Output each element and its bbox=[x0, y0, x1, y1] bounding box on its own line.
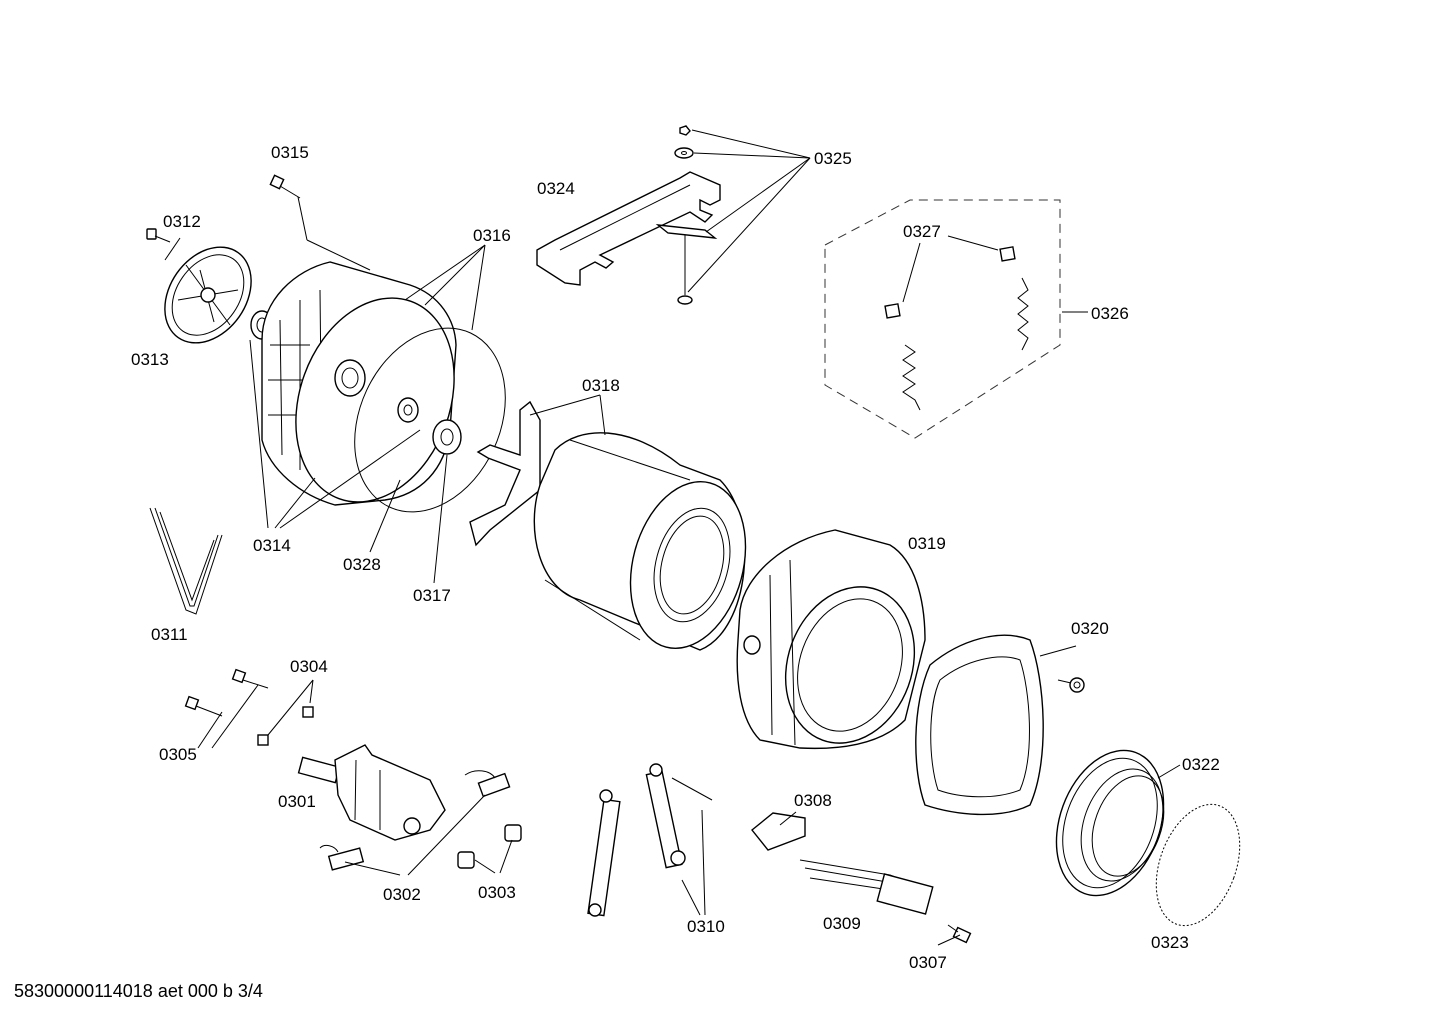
part-label-0324: 0324 bbox=[537, 179, 575, 198]
part-label-0316: 0316 bbox=[473, 226, 511, 245]
bearing-0317 bbox=[432, 419, 462, 455]
shock-absorbers-0310 bbox=[587, 763, 713, 917]
part-label-0325: 0325 bbox=[814, 149, 852, 168]
part-label-0301: 0301 bbox=[278, 792, 316, 811]
screws-0304 bbox=[257, 706, 314, 746]
part-label-0314: 0314 bbox=[253, 536, 291, 555]
ntc-sensor-0307 bbox=[947, 924, 972, 944]
part-label-0328: 0328 bbox=[343, 555, 381, 574]
door-ring-0322 bbox=[1055, 749, 1165, 897]
part-label-0327: 0327 bbox=[903, 222, 941, 241]
screw-0312 bbox=[146, 228, 171, 243]
part-label-0308: 0308 bbox=[794, 791, 832, 810]
rear-tub-half bbox=[261, 261, 457, 506]
part-label-0326: 0326 bbox=[1091, 304, 1129, 323]
drum-0318 bbox=[469, 400, 747, 651]
part-label-0304: 0304 bbox=[290, 657, 328, 676]
fixings-0325 bbox=[655, 125, 718, 305]
spring-kit-group-outline bbox=[824, 199, 1061, 439]
screw-0315 bbox=[269, 174, 301, 199]
part-label-0309: 0309 bbox=[823, 914, 861, 933]
part-label-0310: 0310 bbox=[687, 917, 725, 936]
screw-0320 bbox=[1057, 677, 1085, 693]
part-label-0303: 0303 bbox=[478, 883, 516, 902]
part-label-0318: 0318 bbox=[582, 376, 620, 395]
bracket-0324 bbox=[536, 171, 721, 286]
clamp-ring-0323 bbox=[1155, 803, 1241, 927]
part-label-0307: 0307 bbox=[909, 953, 947, 972]
sensor-0308 bbox=[751, 812, 806, 851]
screws-0305 bbox=[184, 668, 269, 717]
front-frame-0320 bbox=[915, 634, 1044, 816]
bushes-0303 bbox=[457, 824, 522, 869]
part-label-0302: 0302 bbox=[383, 885, 421, 904]
part-label-0320: 0320 bbox=[1071, 619, 1109, 638]
front-tub-half-0319 bbox=[736, 529, 926, 750]
springs-0326 bbox=[884, 246, 1029, 411]
leader-lines bbox=[164, 129, 1181, 946]
part-label-0317: 0317 bbox=[413, 586, 451, 605]
pulley-0313 bbox=[164, 246, 252, 344]
part-label-0313: 0313 bbox=[131, 350, 169, 369]
part-label-0305: 0305 bbox=[159, 745, 197, 764]
part-label-0323: 0323 bbox=[1151, 933, 1189, 952]
motor-0301 bbox=[297, 744, 446, 841]
carbon-brushes-0302 bbox=[319, 770, 511, 871]
part-label-0315: 0315 bbox=[271, 143, 309, 162]
part-label-0312: 0312 bbox=[163, 212, 201, 231]
part-label-0322: 0322 bbox=[1182, 755, 1220, 774]
part-label-0311: 0311 bbox=[151, 625, 188, 644]
part-label-0319: 0319 bbox=[908, 534, 946, 553]
document-footer-id: 58300000114018 aet 000 b 3/4 bbox=[14, 981, 263, 1001]
heater-0309 bbox=[799, 859, 934, 915]
drive-belt-0311 bbox=[149, 507, 223, 615]
